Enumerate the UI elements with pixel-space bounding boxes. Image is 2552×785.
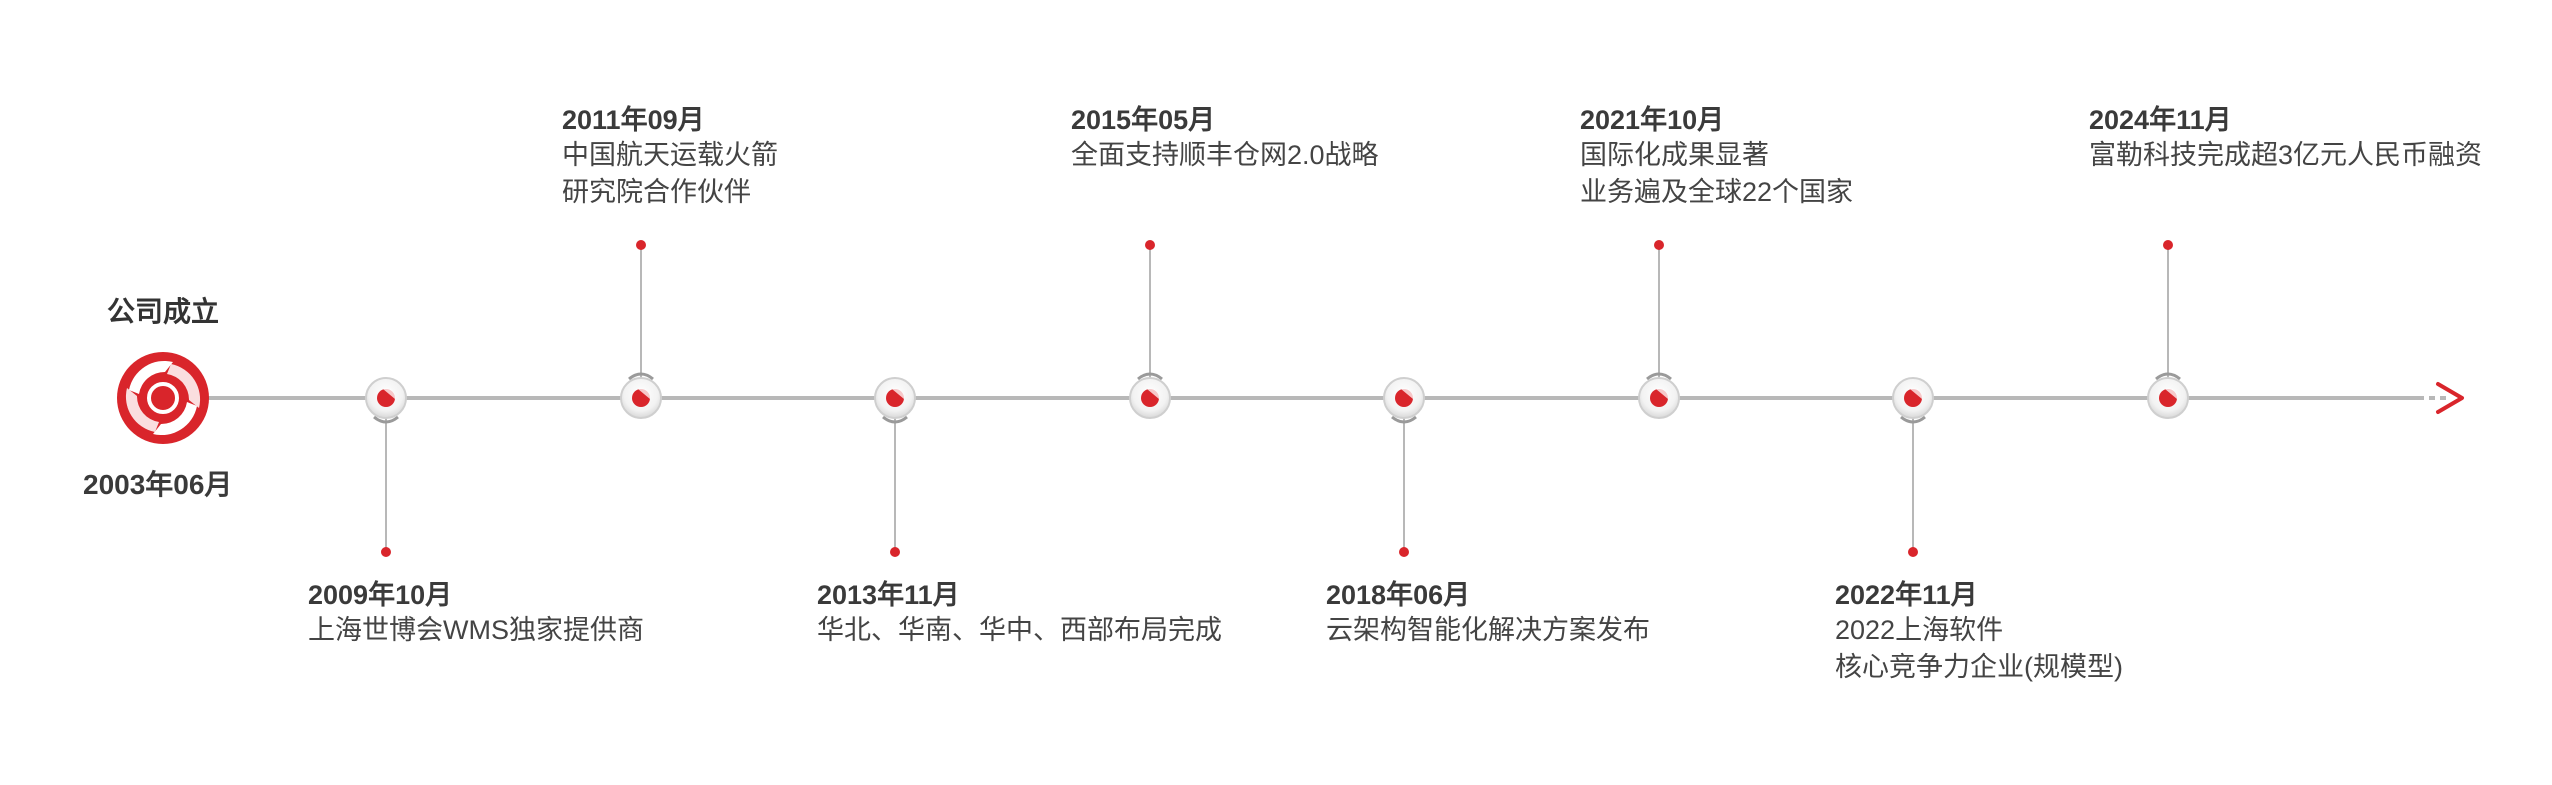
- milestone-end-dot: [381, 547, 391, 557]
- milestone-marker: [620, 240, 662, 419]
- milestone-date: 2022年11月: [1835, 580, 1978, 610]
- milestone-date: 2011年09月: [562, 105, 705, 135]
- milestone-date: 2015年05月: [1071, 105, 1216, 135]
- milestone-node-cap: [628, 372, 654, 381]
- milestone-node-highlight: [383, 388, 396, 399]
- milestone-node-cap: [1646, 372, 1672, 381]
- milestone-text-block: 2009年10月上海世博会WMS独家提供商: [308, 578, 644, 649]
- milestone-description: 2022上海软件: [1835, 615, 2004, 645]
- milestone-description: 研究院合作伙伴: [562, 177, 751, 207]
- milestone-text-block: 2011年09月中国航天运载火箭研究院合作伙伴: [562, 103, 778, 211]
- milestone-date: 2021年10月: [1580, 105, 1725, 135]
- milestone-end-dot: [1654, 240, 1664, 250]
- origin-label: 公司成立: [107, 296, 220, 327]
- milestone-marker: [365, 377, 407, 557]
- milestone-node-highlight: [1147, 388, 1160, 399]
- milestone-node-cap: [1391, 415, 1417, 424]
- milestone-description: 国际化成果显著: [1580, 140, 1769, 170]
- milestone-node-cap: [1900, 415, 1926, 424]
- milestone-text-block: 2013年11月华北、华南、华中、西部布局完成: [817, 578, 1222, 649]
- milestone-description: 上海世博会WMS独家提供商: [308, 615, 644, 645]
- milestone-marker: [2147, 240, 2189, 419]
- milestone-description: 业务遍及全球22个国家: [1580, 177, 1854, 207]
- milestone-text-block: 2015年05月全面支持顺丰仓网2.0战略: [1071, 103, 1379, 174]
- milestone-marker: [1892, 377, 1934, 557]
- milestone-end-dot: [890, 547, 900, 557]
- milestone-node-highlight: [1910, 388, 1923, 399]
- milestone-node-highlight: [638, 388, 651, 399]
- milestone-date: 2013年11月: [817, 580, 960, 610]
- milestone-description: 富勒科技完成超3亿元人民币融资: [2089, 140, 2483, 170]
- milestone-description: 核心竞争力企业(规模型): [1835, 652, 2123, 682]
- milestone-end-dot: [636, 240, 646, 250]
- milestone-text-block: 2022年11月 2022上海软件核心竞争力企业(规模型): [1835, 578, 2123, 686]
- milestone-description: 全面支持顺丰仓网2.0战略: [1071, 140, 1379, 170]
- milestone-date: 2018年06月: [1326, 580, 1471, 610]
- milestone-text-block: 2018年06月云架构智能化解决方案发布: [1326, 578, 1650, 649]
- milestone-node-cap: [1137, 372, 1163, 381]
- milestone-node-highlight: [1401, 388, 1414, 399]
- milestone-node-cap: [2155, 372, 2181, 381]
- milestone-node-highlight: [2165, 388, 2178, 399]
- milestone-end-dot: [2163, 240, 2173, 250]
- milestone-text-block: 2024年11月富勒科技完成超3亿元人民币融资: [2089, 103, 2482, 174]
- milestone-end-dot: [1399, 547, 1409, 557]
- milestone-node-highlight: [1656, 388, 1669, 399]
- origin-date: 2003年06月: [83, 469, 233, 500]
- milestone-node-highlight: [892, 388, 905, 399]
- milestone-date: 2009年10月: [308, 580, 453, 610]
- milestone-node-cap: [373, 415, 399, 424]
- milestone-description: 云架构智能化解决方案发布: [1326, 615, 1650, 645]
- milestone-end-dot: [1908, 547, 1918, 557]
- milestone-end-dot: [1145, 240, 1155, 250]
- milestone-marker: [1638, 240, 1680, 419]
- milestone-description: 华北、华南、华中、西部布局完成: [817, 615, 1222, 645]
- milestone-text-block: 2021年10月国际化成果显著业务遍及全球22个国家: [1580, 103, 1853, 211]
- milestone-node-cap: [882, 415, 908, 424]
- arrow-right-icon: [2436, 382, 2464, 414]
- company-logo-icon: [117, 352, 209, 444]
- milestone-description: 中国航天运载火箭: [562, 140, 778, 170]
- milestone-date: 2024年11月: [2089, 105, 2232, 135]
- milestone-marker: [1129, 240, 1171, 419]
- milestone-marker: [874, 377, 916, 557]
- milestone-marker: [1383, 377, 1425, 557]
